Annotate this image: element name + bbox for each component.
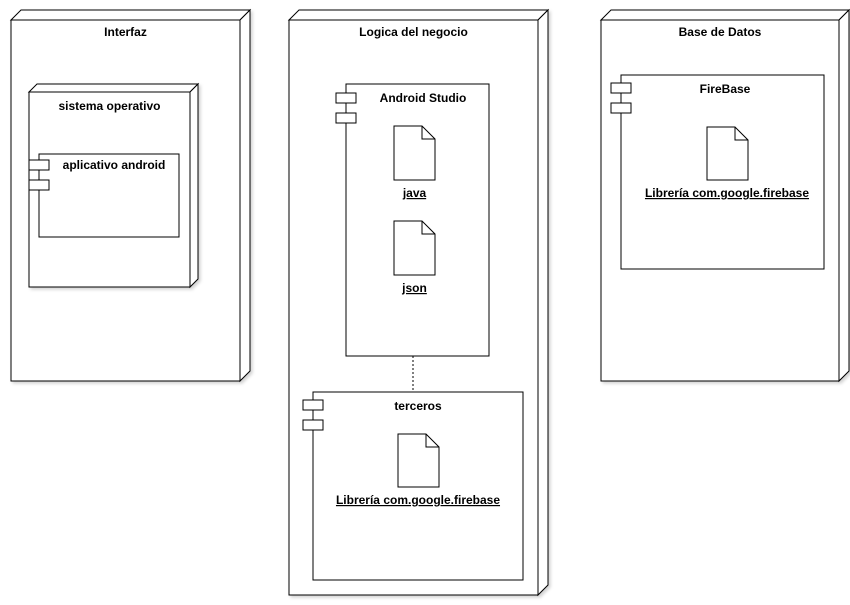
component-aplicativo-android[interactable] [28,153,180,238]
artifact-firebase-lib-label: Librería com.google.firebase [645,186,809,200]
node-base-datos-title: Base de Datos [679,25,762,39]
component-terceros-title: terceros [394,399,442,413]
artifact-terceros-lib[interactable] [397,433,440,488]
document-icon [706,126,749,181]
component-aplicativo-android-title: aplicativo android [63,158,166,172]
artifact-java-label: java [402,186,427,200]
component-firebase-title: FireBase [700,82,751,96]
component-icon [610,82,632,114]
node-sistema-operativo-title: sistema operativo [58,99,160,113]
component-android-studio[interactable] [335,83,490,357]
component-icon [335,92,357,124]
document-icon [397,433,440,488]
artifact-java[interactable] [393,125,436,181]
node-logica-negocio-title: Logica del negocio [359,25,468,39]
document-icon [393,125,436,181]
artifact-firebase-lib[interactable] [706,126,749,181]
artifact-json-label: json [401,281,427,295]
artifact-terceros-lib-label: Librería com.google.firebase [336,493,500,507]
component-icon [302,399,324,431]
node-interfaz-title: Interfaz [104,25,147,39]
component-icon [28,159,50,191]
artifact-json[interactable] [393,220,436,276]
document-icon [393,220,436,276]
component-android-studio-title: Android Studio [380,91,467,105]
